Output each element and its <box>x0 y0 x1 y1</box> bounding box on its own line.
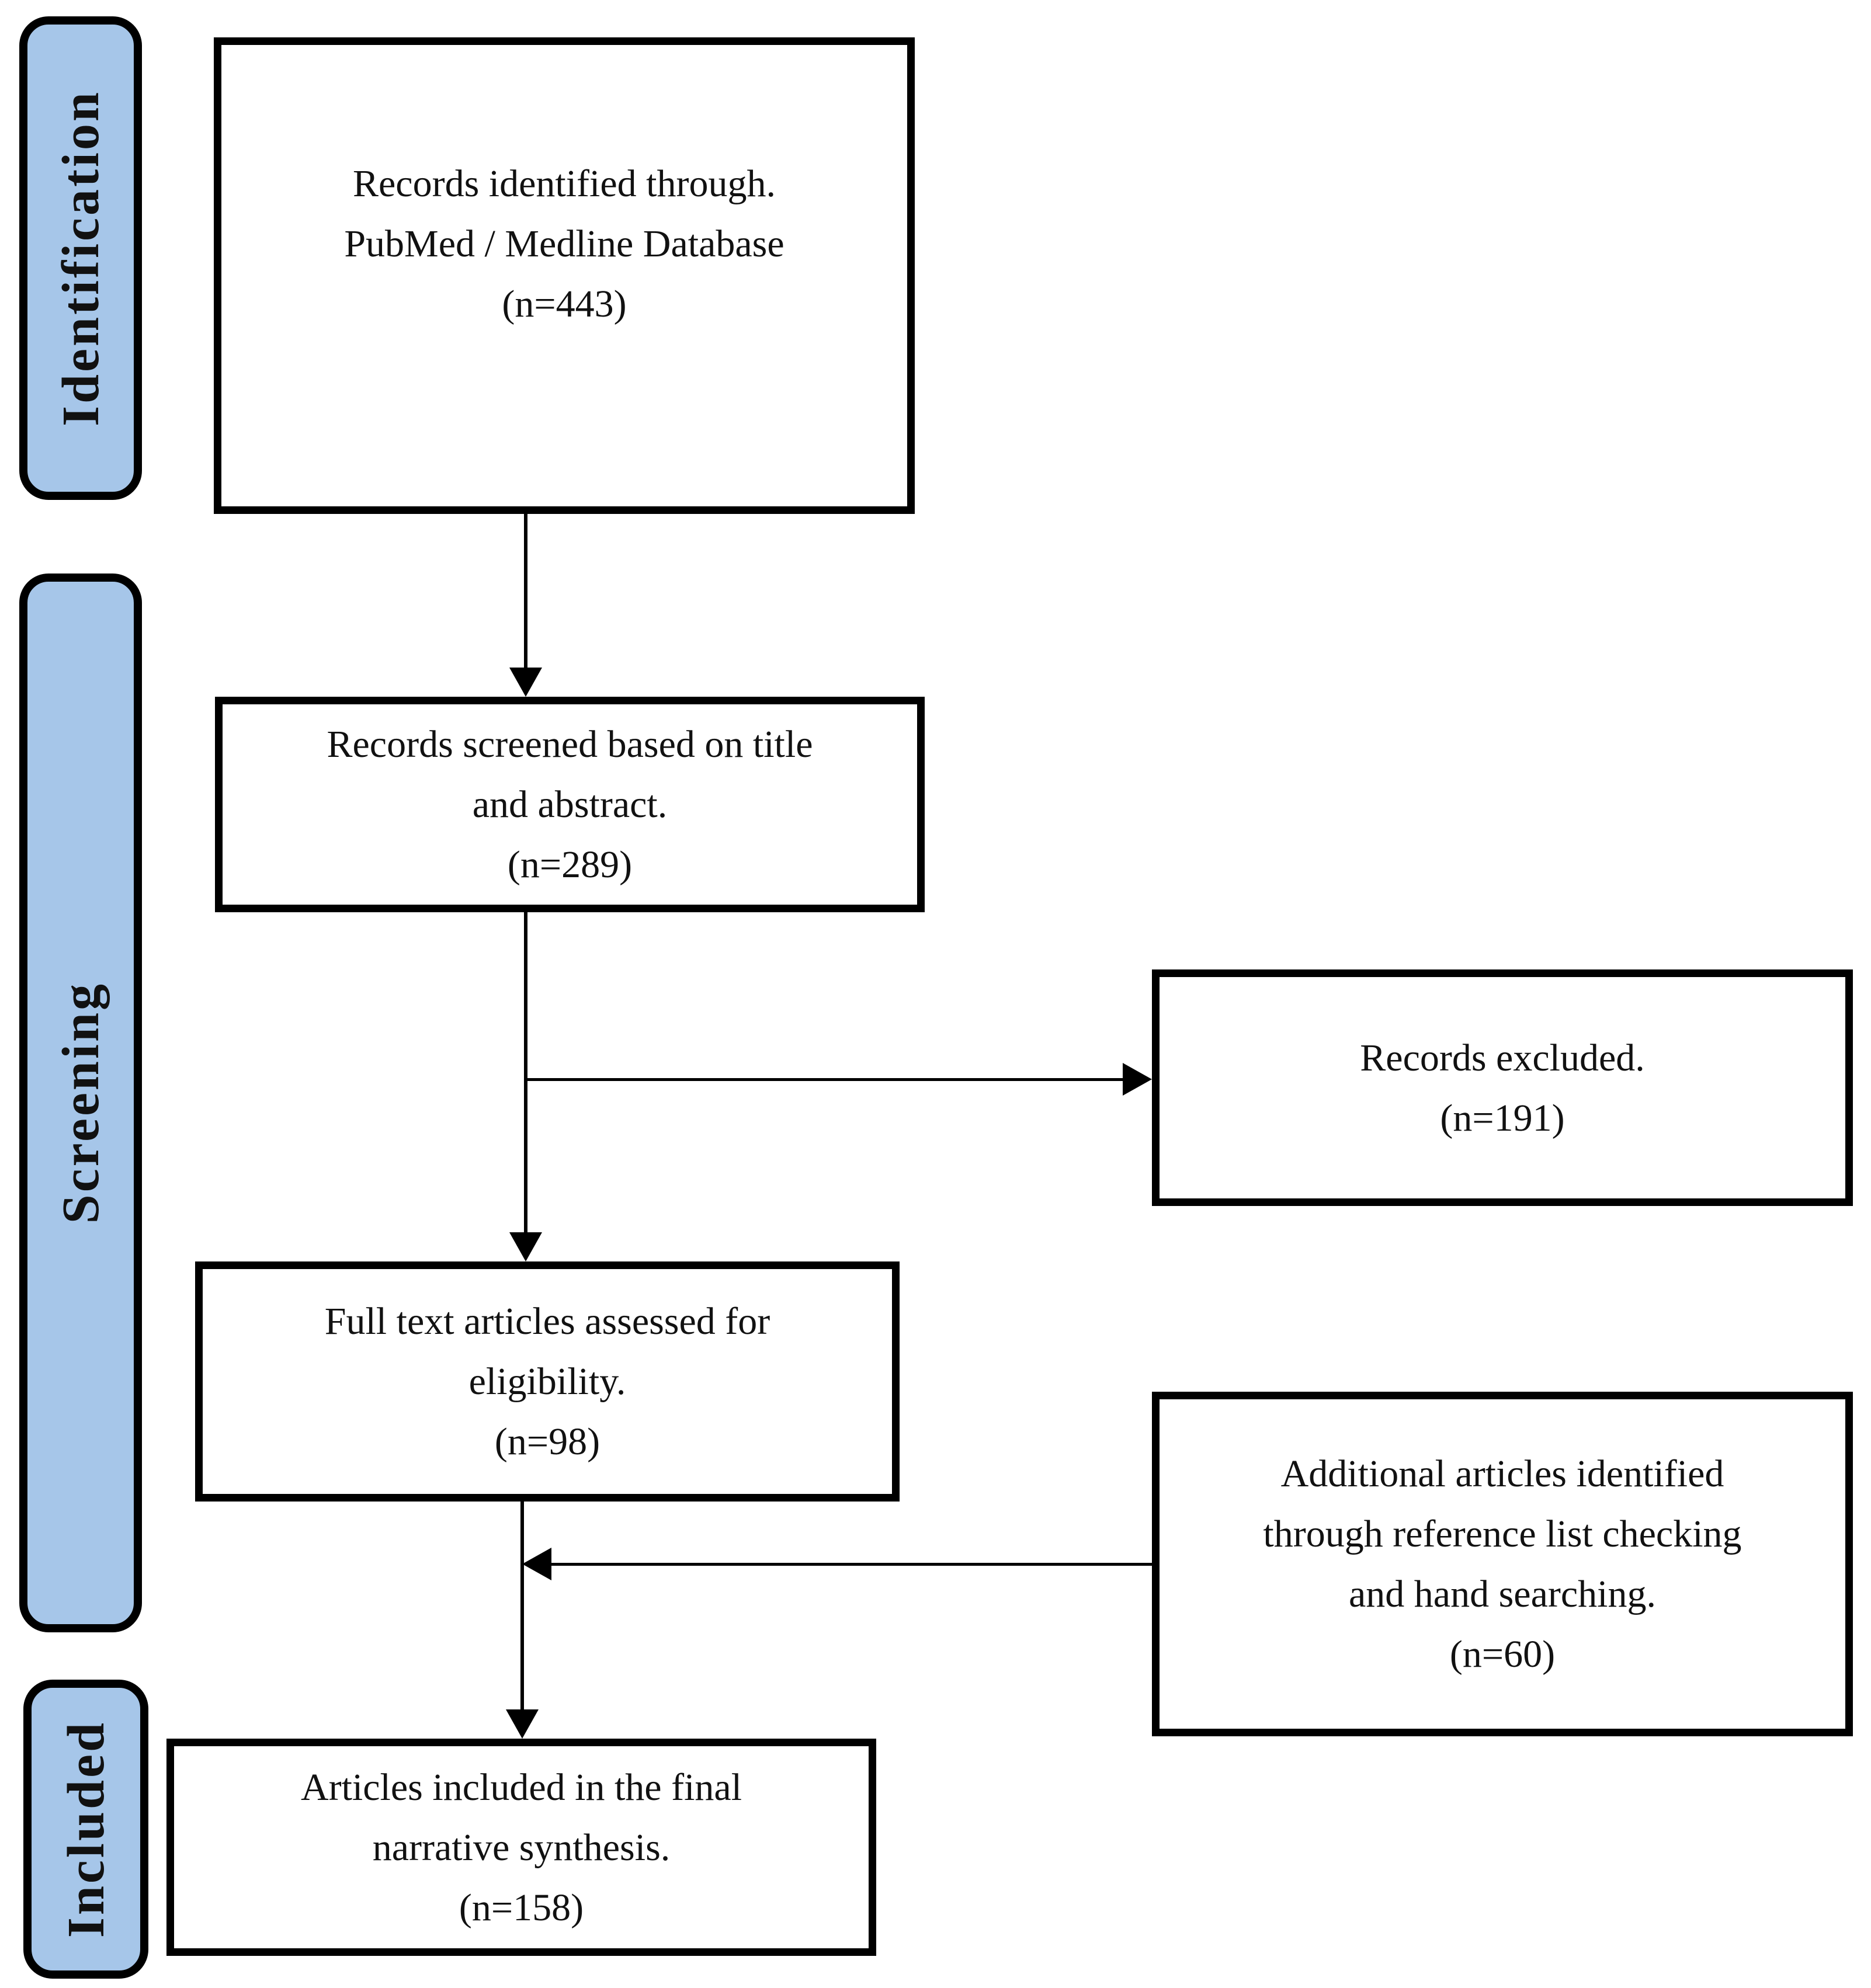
box-text-line: Full text articles assessed for <box>324 1300 770 1343</box>
stage-tab-identification: Identification <box>19 16 142 500</box>
arrow-right-icon <box>1123 1063 1152 1096</box>
arrow-to-excluded-line <box>526 1078 1124 1081</box>
arrow-down-icon <box>509 668 542 697</box>
stage-label-identification: Identification <box>51 89 110 426</box>
box-fulltext-assessed: Full text articles assessed for eligibil… <box>195 1261 900 1502</box>
box-text-line: narrative synthesis. <box>372 1826 671 1869</box>
box-text-line: and hand searching. <box>1349 1573 1656 1615</box>
stage-tab-included: Included <box>23 1680 148 1979</box>
box-text-line: PubMed / Medline Database <box>344 222 784 265</box>
box-count: (n=289) <box>507 843 633 886</box>
box-text-line: Articles included in the final <box>300 1765 742 1809</box>
box-text-line: Records screened based on title <box>327 723 813 766</box>
arrow-down-icon <box>506 1709 539 1739</box>
box-count: (n=60) <box>1449 1633 1556 1676</box>
arrow-fulltext-to-final-line <box>520 1502 524 1712</box>
box-text-line: through reference list checking <box>1263 1513 1742 1555</box>
box-count: (n=443) <box>502 282 627 325</box>
box-count: (n=98) <box>494 1420 600 1463</box>
box-count: (n=158) <box>459 1886 584 1929</box>
arrow-left-icon <box>522 1548 551 1580</box>
box-text-line: Records identified through. <box>352 162 776 205</box>
arrow-from-additional-line <box>551 1563 1152 1566</box>
arrow-screened-to-fulltext-line <box>524 912 527 1235</box>
box-text-line: Records excluded. <box>1360 1036 1645 1079</box>
box-text-line: Additional articles identified <box>1280 1452 1724 1495</box>
box-records-identified: Records identified through. PubMed / Med… <box>214 37 915 514</box>
stage-tab-screening: Screening <box>19 574 142 1632</box>
box-additional-articles: Additional articles identified through r… <box>1152 1392 1853 1736</box>
box-count: (n=191) <box>1440 1096 1565 1139</box>
arrow-down-icon <box>509 1232 542 1261</box>
box-text-line: eligibility. <box>468 1360 626 1403</box>
stage-label-screening: Screening <box>51 982 110 1224</box>
box-records-screened: Records screened based on title and abst… <box>215 697 925 912</box>
arrow-identified-to-screened-line <box>524 514 527 670</box>
box-articles-included-final: Articles included in the final narrative… <box>166 1739 876 1956</box>
box-records-excluded: Records excluded. (n=191) <box>1152 969 1853 1206</box>
stage-label-included: Included <box>57 1720 115 1938</box>
box-text-line: and abstract. <box>472 783 668 826</box>
